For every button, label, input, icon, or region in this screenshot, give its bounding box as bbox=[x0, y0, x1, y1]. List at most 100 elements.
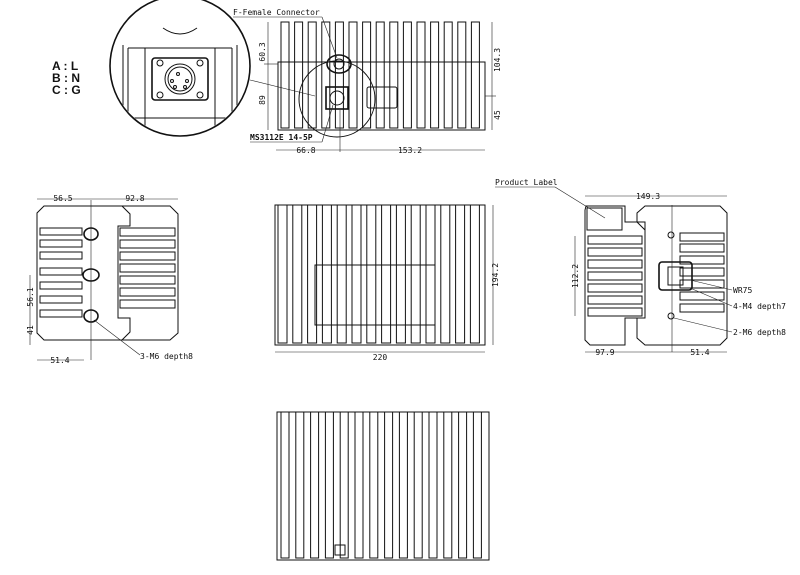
fin bbox=[39, 227, 83, 236]
dim-66-8: 66.8 bbox=[296, 146, 315, 155]
fin bbox=[443, 21, 453, 63]
dim-149-3: 149.3 bbox=[636, 192, 660, 201]
fin bbox=[119, 287, 176, 297]
fin bbox=[430, 21, 440, 63]
rf-connector-callout: F-Female Connector bbox=[233, 8, 320, 17]
dim-51-4-right: 51.4 bbox=[690, 348, 709, 357]
front-view-fins bbox=[277, 204, 480, 344]
fin bbox=[119, 227, 176, 237]
dim-41: 41 bbox=[26, 325, 35, 335]
power-connector bbox=[325, 86, 349, 110]
fin bbox=[119, 275, 176, 285]
dim-60-3: 60.3 bbox=[258, 42, 267, 61]
pin-a: A : L bbox=[52, 59, 78, 73]
fin bbox=[39, 267, 83, 276]
fin bbox=[587, 271, 643, 281]
fin bbox=[398, 411, 408, 559]
dim-89: 89 bbox=[258, 95, 267, 105]
fin bbox=[351, 204, 362, 344]
dim-153-2: 153.2 bbox=[398, 146, 422, 155]
fin bbox=[389, 21, 399, 63]
fin bbox=[410, 204, 421, 344]
fin bbox=[354, 411, 364, 559]
fin bbox=[321, 204, 332, 344]
waveguide-flange bbox=[658, 261, 693, 291]
front-view: 220 194.2 bbox=[274, 204, 500, 362]
fin bbox=[307, 21, 317, 63]
fin bbox=[402, 21, 412, 63]
fin bbox=[457, 61, 467, 129]
fin bbox=[587, 259, 643, 269]
dim-45: 45 bbox=[493, 110, 502, 120]
fin bbox=[339, 411, 349, 559]
connector-detail-view bbox=[109, 0, 316, 137]
fin bbox=[395, 204, 406, 344]
fin bbox=[416, 61, 426, 129]
fin bbox=[679, 267, 725, 277]
fin bbox=[295, 411, 305, 559]
fin bbox=[348, 21, 358, 63]
fin bbox=[679, 291, 725, 301]
fin bbox=[679, 303, 725, 313]
product-label-callout: Product Label bbox=[495, 178, 558, 187]
fin bbox=[39, 309, 83, 318]
fin bbox=[425, 204, 436, 344]
pin-b: B : N bbox=[52, 71, 80, 85]
fin bbox=[336, 204, 347, 344]
power-connector-callout: MS3112E 14-5P bbox=[250, 133, 313, 142]
fin bbox=[119, 299, 176, 309]
dim-194-2: 194.2 bbox=[491, 263, 500, 287]
dim-112-2: 112.2 bbox=[571, 264, 580, 288]
fin bbox=[119, 239, 176, 249]
dim-51-4: 51.4 bbox=[50, 356, 69, 365]
top-view: 60.3 89 104.3 45 66.8 153.2 F-Female Con… bbox=[233, 8, 502, 155]
fin bbox=[39, 295, 83, 304]
dim-56-5: 56.5 bbox=[53, 194, 72, 203]
dim-56-1: 56.1 bbox=[26, 287, 35, 306]
fin bbox=[292, 204, 303, 344]
fin bbox=[307, 61, 317, 129]
fin bbox=[277, 204, 288, 344]
fin bbox=[375, 61, 385, 129]
fin bbox=[679, 255, 725, 265]
fin bbox=[587, 247, 643, 257]
fin bbox=[39, 239, 83, 248]
fin bbox=[324, 411, 334, 559]
fin bbox=[366, 204, 377, 344]
fin bbox=[443, 411, 453, 559]
fin bbox=[119, 251, 176, 261]
fin bbox=[679, 243, 725, 253]
fin bbox=[430, 61, 440, 129]
fin bbox=[402, 61, 412, 129]
waveguide-callout: WR75 bbox=[733, 286, 752, 295]
fin bbox=[280, 61, 290, 129]
fin bbox=[587, 283, 643, 293]
fin bbox=[280, 411, 290, 559]
fin bbox=[587, 295, 643, 305]
right-mount-holes-callout: 2-M6 depth8 bbox=[733, 328, 786, 337]
left-side-view: 56.5 92.8 56.1 41 51.4 3-M6 depth8 bbox=[26, 194, 193, 365]
top-view-fins bbox=[280, 21, 480, 129]
fin bbox=[369, 411, 379, 559]
bottom-view bbox=[276, 411, 490, 561]
fin bbox=[416, 21, 426, 63]
fin bbox=[455, 204, 466, 344]
fin bbox=[384, 411, 394, 559]
fin bbox=[310, 411, 320, 559]
fin bbox=[679, 232, 725, 242]
product-label bbox=[586, 207, 623, 231]
fin bbox=[375, 21, 385, 63]
right-view-fins bbox=[587, 232, 725, 317]
left-view-fins bbox=[39, 227, 176, 318]
fin bbox=[470, 21, 480, 63]
fin bbox=[362, 61, 372, 129]
bottom-view-fins bbox=[280, 411, 482, 559]
pin-legend: A : L B : N C : G bbox=[52, 59, 81, 97]
dim-220: 220 bbox=[373, 353, 388, 362]
fin bbox=[348, 61, 358, 129]
fin bbox=[428, 411, 438, 559]
mount-holes-callout: 3-M6 depth8 bbox=[140, 352, 193, 361]
pin-c: C : G bbox=[52, 83, 81, 97]
fin bbox=[307, 204, 318, 344]
